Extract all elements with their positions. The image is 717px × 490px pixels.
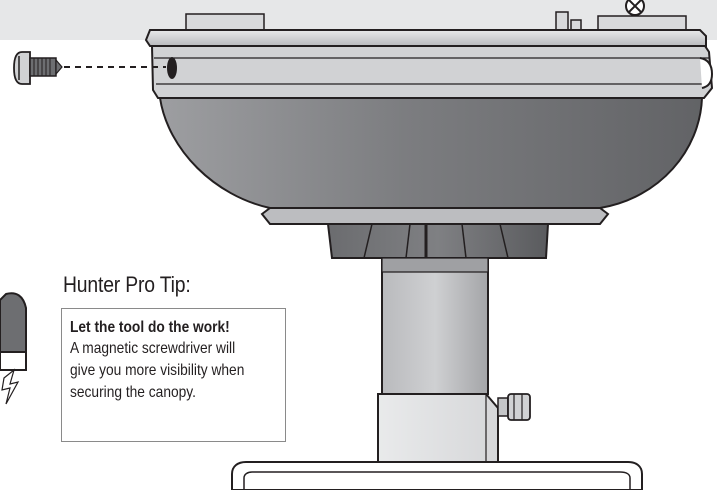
canopy-rim [144, 29, 707, 47]
pro-tip-body-line: A magnetic screwdriver will [70, 340, 236, 357]
pro-tip-box: Let the tool do the work! A magnetic scr… [61, 308, 286, 442]
downrod [381, 257, 489, 395]
bracket-tab-left [185, 13, 265, 31]
screw-hole [167, 57, 177, 79]
set-screw [497, 393, 531, 421]
pro-tip-body-line: securing the canopy. [70, 384, 196, 401]
canopy-bowl [158, 97, 704, 209]
coupler [377, 393, 499, 469]
decorative-ring [326, 223, 550, 259]
pro-tip-body-line: give you more visibility when [70, 362, 245, 379]
canopy-screw [13, 51, 63, 85]
motor-housing [231, 461, 643, 490]
pro-tip-content: Let the tool do the work! A magnetic scr… [70, 317, 285, 404]
screwdriver-icon [0, 292, 27, 405]
close-marker-icon [625, 0, 645, 16]
pro-tip-headline: Let the tool do the work! [70, 319, 230, 336]
pro-tip-title: Hunter Pro Tip: [63, 272, 191, 297]
